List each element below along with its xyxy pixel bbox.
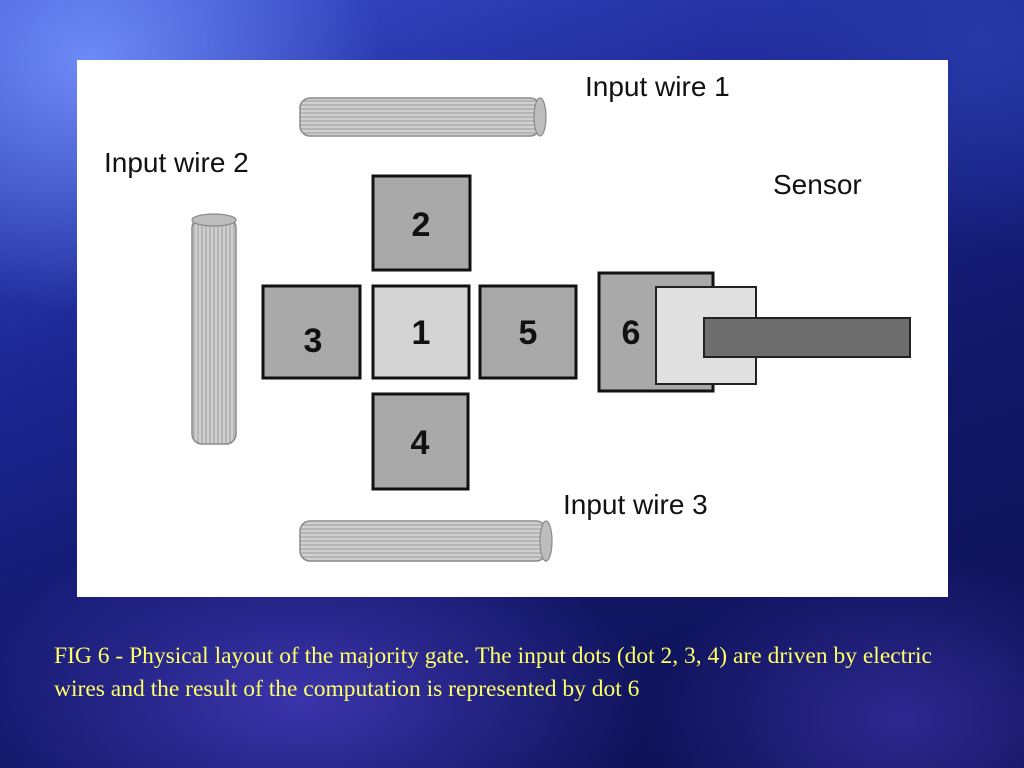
dot-1-number: 1 <box>412 314 431 352</box>
dot-4: 4 <box>371 392 470 491</box>
figure-caption: FIG 6 - Physical layout of the majority … <box>54 643 932 702</box>
input-wire-3-label: Input wire 3 <box>563 489 708 520</box>
dot-1: 1 <box>371 284 471 380</box>
sensor-label: Sensor <box>773 169 862 200</box>
dot-3-number: 3 <box>304 322 323 360</box>
input-wire-2 <box>191 213 237 445</box>
input-wire-1 <box>299 97 547 137</box>
dot-2: 2 <box>371 174 472 272</box>
figure-panel: Input wire 1 Input wire 2 Input wire 3 S… <box>77 60 948 597</box>
dot-5-number: 5 <box>519 314 538 352</box>
majority-gate-diagram: Input wire 1 Input wire 2 Input wire 3 S… <box>104 71 911 562</box>
dot-6-number: 6 <box>622 314 641 352</box>
input-wire-1-label: Input wire 1 <box>585 71 730 102</box>
dot-2-number: 2 <box>412 206 431 244</box>
input-wire-3 <box>299 520 553 562</box>
dot-4-number: 4 <box>411 424 430 462</box>
dot-5: 5 <box>478 284 578 380</box>
input-wire-2-label: Input wire 2 <box>104 147 249 178</box>
sensor-bar <box>703 317 911 358</box>
dot-3: 3 <box>261 284 362 380</box>
